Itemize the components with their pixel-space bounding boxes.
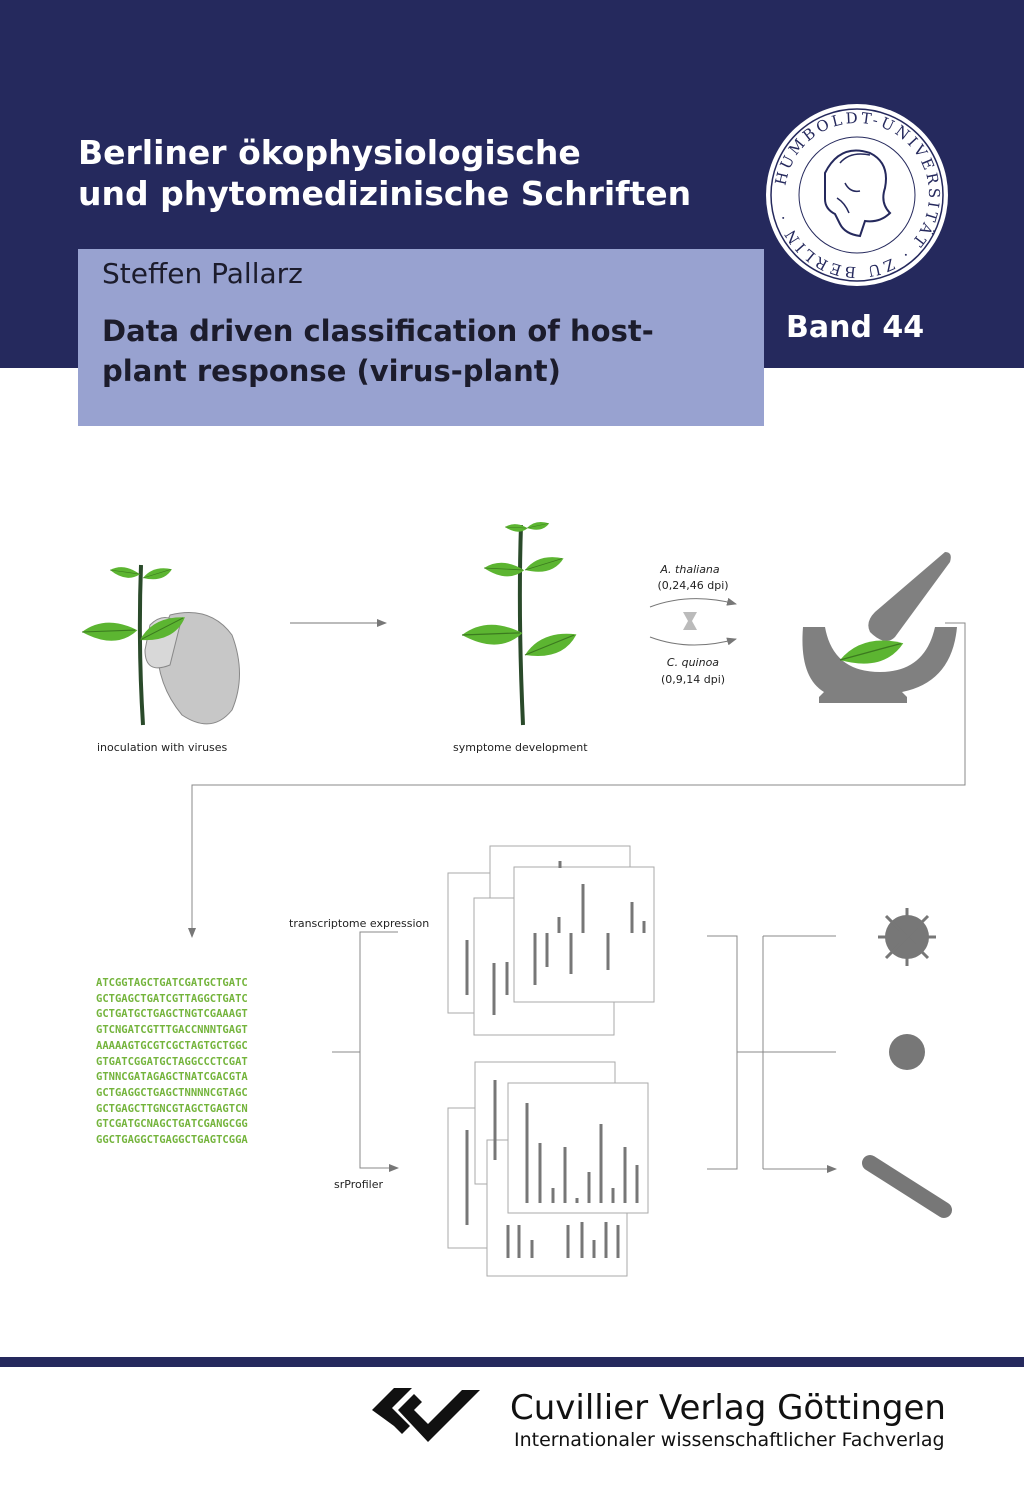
round-particle-icon [889, 1034, 925, 1070]
step-inoculation-label: inoculation with viruses [97, 741, 228, 754]
rod-particle-icon [862, 1155, 952, 1218]
srprofiler-plots [447, 1061, 649, 1277]
dna-sequences: ATCGGTAGCTGATCGATGCTGATC GCTGAGCTGATCGTT… [96, 976, 248, 1149]
hourglass-icon [683, 612, 697, 630]
university-seal-icon: HUMBOLDT-UNIVERSITÄT · ZU BERLIN · [766, 104, 948, 286]
author: Steffen Pallarz [102, 257, 303, 290]
series-title-line: und phytomedizinische Schriften [78, 174, 692, 213]
sequence-line: GTCNGATCGTTTGACCNNNTGAGT [96, 1024, 248, 1037]
virus-icon [878, 908, 936, 966]
series-title: Berliner ökophysiologische und phytomedi… [78, 132, 691, 214]
sequence-line: GCTGAGGCTGAGCTNNNNCGTAGC [96, 1086, 248, 1099]
sequence-line: GCTGAGCTGATCGTTAGGCTGATC [96, 992, 248, 1005]
publisher-name: Cuvillier Verlag Göttingen [510, 1388, 946, 1428]
sequence-line: GTCGATGCNAGCTGATCGANGCGG [96, 1118, 248, 1131]
sequence-line: GTNNCGATAGAGCTNATCGACGTA [96, 1071, 248, 1084]
inoculated-plant-icon [80, 563, 240, 726]
sequence-line: GCTGAGCTTGNCGTAGCTGAGTCN [96, 1102, 248, 1115]
branch-srprofiler-label: srProfiler [334, 1178, 383, 1191]
sequence-line: GTGATCGGATGCTAGGCCCTCGAT [96, 1055, 248, 1068]
book-title-line: plant response (virus-plant) [102, 354, 561, 388]
species-a-dpi: (0,24,46 dpi) [657, 579, 728, 592]
sequence-line: ATCGGTAGCTGATCGATGCTGATC [96, 977, 248, 989]
publisher-tagline: Internationaler wissenschaftlicher Fachv… [514, 1429, 945, 1451]
symptom-plant-icon [460, 520, 581, 726]
transcriptome-plots [447, 845, 655, 1036]
sequence-line: AAAAAGTGCGTCGCTAGTGCTGGC [96, 1039, 248, 1052]
publisher: Cuvillier Verlag Göttingen International… [510, 1388, 946, 1452]
species-c-quinoa: C. quinoa [667, 656, 719, 669]
sequence-line: GCTGATGCTGAGCTNGTCGAAAGT [96, 1008, 248, 1021]
branch-transcriptome-label: transcriptome expression [289, 917, 429, 930]
mortar-pestle-icon [802, 552, 957, 703]
publisher-logo-icon [372, 1388, 480, 1442]
book-title: Data driven classification of host- plan… [102, 311, 654, 391]
book-title-line: Data driven classification of host- [102, 314, 654, 348]
species-a-thaliana: A. thaliana [659, 563, 720, 576]
series-title-line: Berliner ökophysiologische [78, 133, 581, 172]
step-symptom-label: symptome development [453, 741, 588, 754]
sequence-line: GGCTGAGGCTGAGGCTGAGTCGGA [96, 1134, 248, 1147]
title-box: Steffen Pallarz Data driven classificati… [78, 249, 764, 426]
species-c-dpi: (0,9,14 dpi) [661, 673, 725, 686]
footer-rule [0, 1357, 1024, 1367]
volume-number: Band 44 [786, 310, 925, 345]
